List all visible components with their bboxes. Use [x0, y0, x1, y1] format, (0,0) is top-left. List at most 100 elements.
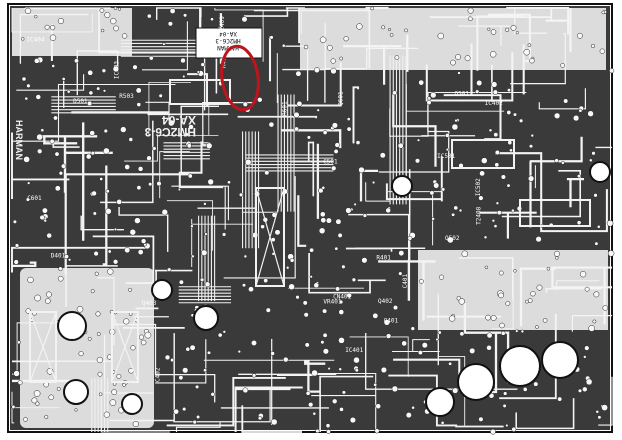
solder-pad — [100, 28, 105, 33]
solder-pad — [405, 412, 412, 419]
solder-pad — [96, 86, 101, 91]
solder-pad — [448, 361, 453, 366]
trace — [304, 360, 326, 393]
solder-pad — [128, 137, 134, 142]
solder-pad — [351, 277, 357, 283]
solder-pad — [326, 429, 331, 434]
solder-pad — [380, 366, 388, 374]
solder-pad — [555, 256, 559, 260]
solder-pad — [116, 199, 123, 205]
solder-pad — [506, 183, 511, 188]
component-ref-label: Q403 — [142, 300, 157, 307]
solder-pad — [177, 187, 181, 192]
solder-pad — [563, 98, 569, 104]
solder-pad — [389, 33, 394, 37]
solder-pad — [295, 70, 302, 77]
solder-pad — [572, 114, 580, 122]
solder-pad — [320, 217, 327, 224]
solder-pad — [398, 250, 405, 257]
solder-pad — [468, 16, 473, 22]
solder-pad — [579, 271, 587, 278]
solder-pad — [593, 291, 600, 298]
solder-pad — [87, 336, 92, 341]
solder-pad — [183, 13, 188, 18]
solder-pad — [417, 350, 423, 356]
solder-pad — [304, 342, 310, 348]
solder-pad — [588, 325, 596, 332]
solder-pad — [503, 391, 508, 396]
solder-pad — [20, 37, 25, 41]
solder-pad — [281, 43, 286, 48]
solder-pad — [17, 380, 23, 385]
solder-pad — [459, 331, 465, 337]
solder-pad — [268, 121, 275, 128]
solder-pad — [335, 218, 342, 225]
trace — [191, 219, 254, 267]
solder-pad — [606, 220, 614, 227]
solder-pad — [27, 276, 34, 284]
solder-pad — [116, 373, 122, 379]
solder-pad — [397, 142, 404, 149]
solder-pad — [44, 24, 50, 30]
solder-pad — [189, 344, 196, 351]
trace — [385, 156, 443, 202]
trace — [100, 120, 154, 204]
ic-footprint-main — [255, 187, 285, 287]
trace — [506, 6, 570, 35]
solder-pad — [248, 286, 254, 293]
solder-pad — [242, 101, 248, 107]
solder-pad — [180, 57, 186, 64]
model-label: XA-04 — [162, 113, 196, 127]
solder-pad — [331, 122, 338, 129]
ic-footprint-top-a — [169, 79, 231, 105]
solder-pad — [372, 312, 379, 319]
component-ref-label: IC402 — [485, 100, 503, 107]
solder-pad — [535, 325, 539, 329]
solder-pad — [137, 166, 144, 172]
solder-pad — [88, 90, 94, 96]
solder-pad — [203, 202, 207, 206]
solder-pad — [90, 289, 95, 294]
solder-pad — [243, 254, 248, 259]
trace — [187, 73, 208, 107]
solder-pad — [25, 197, 30, 202]
component-ref-label: IC401 — [345, 347, 363, 354]
solder-pad — [186, 143, 192, 149]
solder-pad — [222, 330, 226, 334]
solder-pad — [499, 322, 505, 329]
solder-pad — [322, 332, 328, 338]
component-ref-label: R401 — [376, 255, 391, 262]
solder-pad — [120, 126, 127, 133]
solder-pad — [518, 118, 524, 123]
solder-pad — [309, 247, 315, 253]
capacitor-c403 — [121, 393, 143, 415]
capacitor-c603 — [499, 345, 541, 387]
solder-pad — [445, 147, 450, 152]
solder-pad — [50, 25, 56, 31]
solder-pad — [354, 368, 359, 373]
solder-pad — [505, 301, 511, 306]
trace — [253, 9, 371, 69]
solder-pad — [105, 189, 110, 194]
solder-pad — [346, 292, 352, 299]
solder-pad — [319, 211, 326, 218]
solder-pad — [441, 187, 446, 192]
solder-pad — [461, 250, 469, 258]
trace — [118, 207, 169, 252]
solder-pad — [305, 390, 311, 396]
solder-pad — [113, 25, 120, 32]
solder-pad — [190, 224, 194, 228]
solder-pad — [182, 74, 186, 79]
solder-pad — [542, 318, 548, 323]
solder-pad — [591, 151, 596, 156]
solder-pad — [173, 408, 179, 415]
solder-pad — [478, 195, 484, 201]
solder-pad — [140, 238, 147, 244]
solder-pad — [440, 421, 445, 425]
solder-pad — [161, 209, 168, 216]
ic-footprint-left-a — [29, 311, 57, 383]
solder-pad — [241, 16, 248, 23]
solder-pad — [269, 35, 274, 40]
ic-footprint-crosses — [29, 187, 285, 383]
